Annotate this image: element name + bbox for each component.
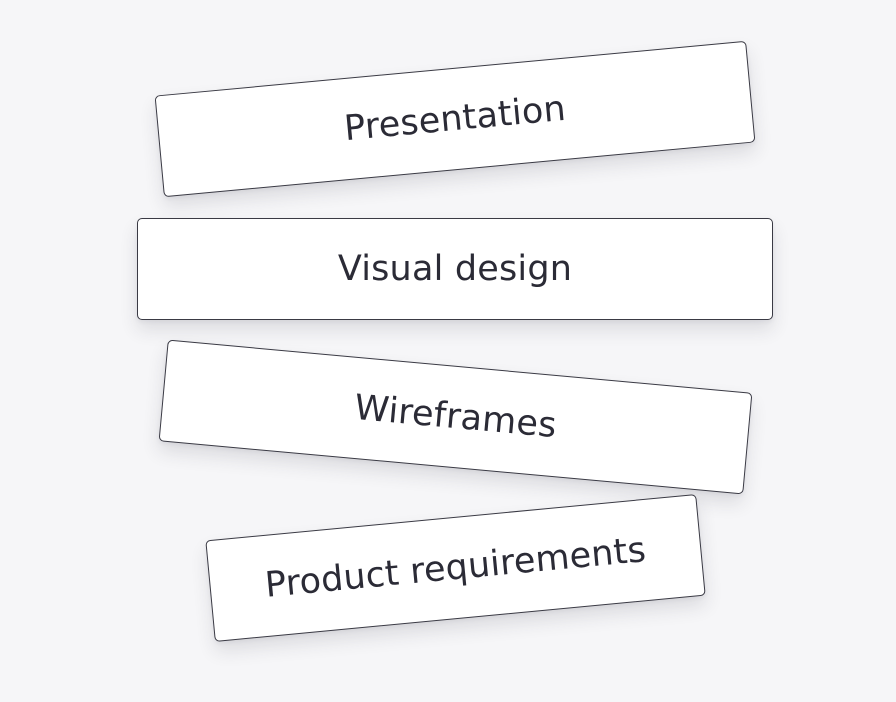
card-product-requirements[interactable]: Product requirements	[205, 494, 706, 642]
card-label: Presentation	[342, 88, 568, 150]
card-presentation[interactable]: Presentation	[154, 40, 756, 198]
card-label: Wireframes	[352, 387, 559, 447]
card-visual-design[interactable]: Visual design	[137, 218, 773, 320]
card-label: Product requirements	[263, 530, 648, 606]
card-label: Visual design	[337, 249, 573, 289]
card-wireframes[interactable]: Wireframes	[158, 339, 753, 495]
